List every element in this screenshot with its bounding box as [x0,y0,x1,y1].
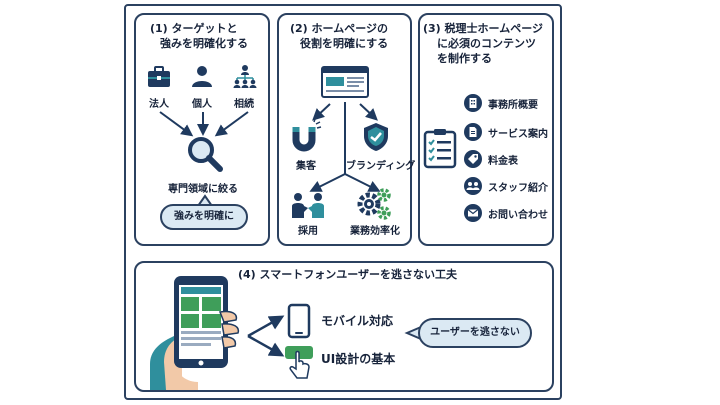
document-icon [464,123,482,141]
content-item-label: サービス案内 [488,128,548,140]
focus-label: 専門領域に絞る [168,184,238,195]
mobile-phone-icon [287,303,311,339]
dont-lose-users-bubble: ユーザーを逃さない [418,318,532,348]
content-item-staff: スタッフ紹介 [464,177,548,195]
content-item-label: 事務所概要 [488,99,538,111]
checklist-clipboard-icon [423,129,457,169]
magnifier-icon [188,137,223,172]
magnet-icon [292,118,322,152]
panel1-title-line2: 強みを明確化する [160,37,248,50]
panel3-title-line3: を制作する [437,52,492,65]
content-item-contact: お問い合わせ [464,204,548,222]
shield-icon [364,123,388,151]
content-item-label: スタッフ紹介 [488,182,548,194]
target-inheritance: 相続 [234,99,254,110]
webpage-icon [321,66,369,98]
content-item-office: 事務所概要 [464,94,538,112]
role-acquisition: 集客 [296,161,316,172]
tap-button-icon [285,346,313,379]
person-icon [192,66,212,87]
panel3-title-line2: に必須のコンテンツ [437,37,536,50]
mail-icon [464,204,482,222]
content-item-pricing: 料金表 [464,150,518,168]
group-icon [464,177,482,195]
hierarchy-icon [233,65,257,88]
branch-arrows [247,315,285,357]
content-item-services: サービス案内 [464,123,548,141]
role-branding: ブランディング [346,161,416,172]
role-recruiting: 採用 [298,226,318,237]
strength-bubble: 強みを明確に [160,204,248,230]
panel4-title: (4) スマートフォンユーザーを逃さない工夫 [238,268,457,281]
briefcase-icon [148,66,170,87]
price-tag-icon [464,150,482,168]
panel3-title-line1: (3) 税理士ホームページ [423,22,543,35]
ui-design-label: UI設計の基本 [321,352,396,366]
building-icon [464,94,482,112]
content-item-label: お問い合わせ [488,209,548,221]
gears-icon [357,188,391,220]
content-item-label: 料金表 [488,155,518,167]
target-corporate: 法人 [149,99,169,110]
panel2-title-line1: (2) ホームページの [290,22,388,35]
handshake-icon [292,193,324,218]
converging-arrows [159,111,249,137]
role-efficiency: 業務効率化 [350,226,400,237]
target-individual: 個人 [192,99,212,110]
panel1-title-line1: (1) ターゲットと [150,22,238,35]
diverging-arrows [309,102,381,192]
panel2-title-line2: 役割を明確にする [300,37,389,50]
mobile-label: モバイル対応 [321,314,394,328]
hand-smartphone-icon [150,276,240,390]
